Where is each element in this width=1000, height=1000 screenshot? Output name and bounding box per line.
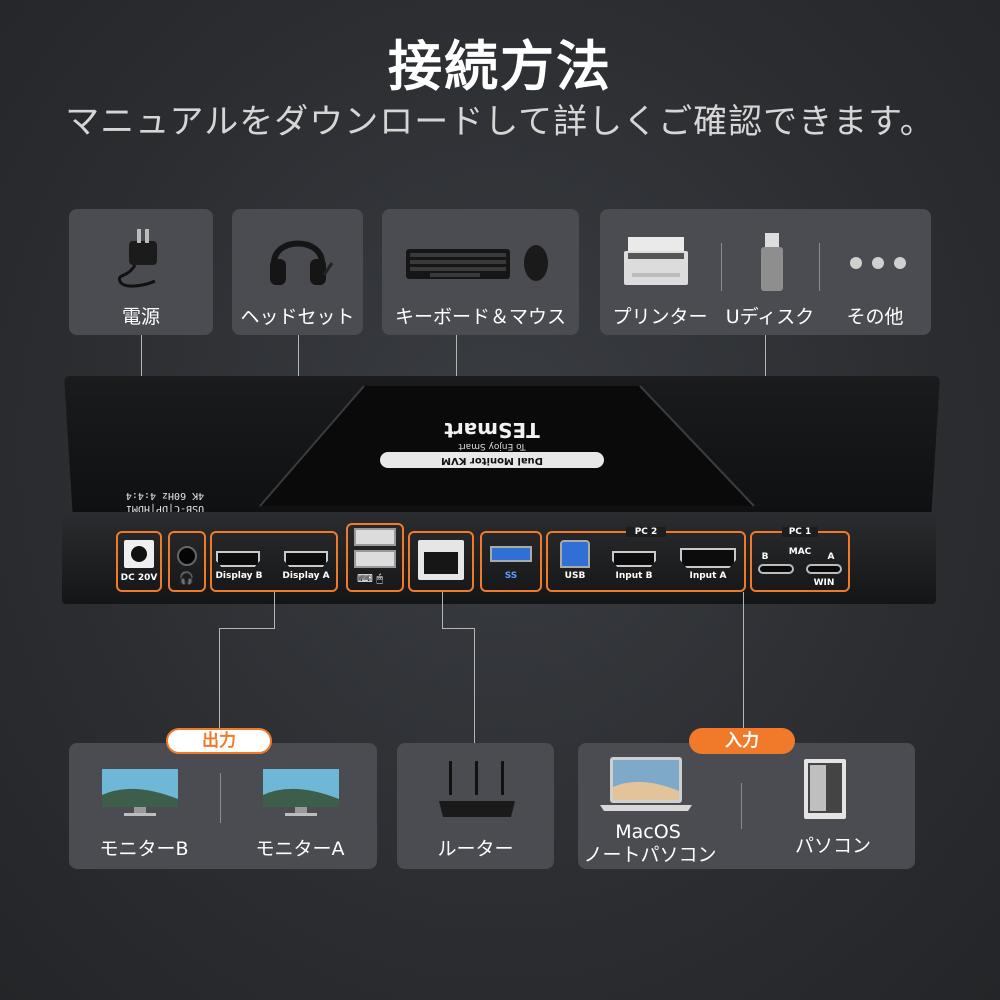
device-tagline: To Enjoy Smart [458,441,526,451]
usb-c-a-label: A [827,552,835,562]
keyboard-mouse-port-icon: ⌨ 🖱 [357,572,383,585]
printer-icon [624,237,688,285]
win-label: WIN [813,578,835,588]
power-label: 電源 [121,306,160,328]
usb3-port[interactable] [490,546,532,562]
usb-c-port-a[interactable] [806,564,842,574]
usb-a-port-2[interactable] [354,550,396,568]
usb-b-port[interactable] [560,540,590,568]
brand-logo: TESmart [444,418,540,442]
output-tag: 出力 [166,728,272,754]
input-a-displayport[interactable] [680,548,736,568]
power-adapter-icon [118,229,157,288]
spec-line-2: 4K 60Hz 4:4:4 [125,490,205,501]
headset-label: ヘッドセット [240,306,355,328]
device-label-plate: Dual Monitor KVM To Enjoy Smart TESmart [376,418,608,468]
audio-port-highlight[interactable] [168,531,206,592]
connector-line [743,592,744,728]
keyboard-mouse-label: キーボード＆マウス [394,306,566,328]
dc-port-highlight[interactable] [116,531,162,592]
input-a-label: Input A [689,571,727,581]
laptop-label-line2: ノートパソコン [583,844,717,866]
input-tag: 入力 [689,728,795,754]
mac-label: MAC [788,547,812,557]
usb-drive-icon [761,233,783,291]
connector-line [442,628,474,629]
monitor-icon [263,769,339,816]
keyboard-mouse-ports-highlight[interactable] [346,523,404,592]
usb-drive-label: Uディスク [725,306,815,328]
audio-jack-port[interactable] [177,546,197,566]
power-card: 電源 [69,209,213,335]
connector-line [298,335,299,385]
input-b-port[interactable] [612,551,656,567]
monitors-card: モニターB モニターA [69,743,377,869]
more-icon [850,257,906,271]
usb-a-port-1[interactable] [354,528,396,546]
ethernet-port[interactable] [418,540,464,580]
card-divider [819,243,820,291]
usb-b-label: USB [564,571,586,581]
page-title: 接続方法 [388,35,612,98]
model-badge: Dual Monitor KVM [380,452,604,468]
spec-plate: USB-C|DP|HDMI 4K 60Hz 4:4:4 [90,488,240,514]
display-output-highlight[interactable] [210,531,338,592]
usb-c-b-label: B [761,552,769,562]
router-label: ルーター [437,838,514,860]
usb-c-port-b[interactable] [758,564,794,574]
headset-card: ヘッドセット [232,209,363,335]
card-divider [721,243,722,291]
monitor-a-label: モニターA [255,838,345,860]
display-a-port[interactable] [284,551,328,567]
usb-devices-card: プリンター Uディスク その他 [600,209,931,335]
input-b-label: Input B [615,571,653,581]
computers-card: MacOS ノートパソコン パソコン [578,743,915,869]
connector-line [456,335,457,395]
dc-port-label: DC 20V [120,573,158,583]
desktop-tower-icon [804,759,846,819]
display-b-port[interactable] [216,551,260,567]
usb3-port-highlight[interactable] [480,531,542,592]
headphone-icon: 🎧 [179,571,194,585]
card-divider [741,783,742,829]
usb3-label: SS [504,571,518,581]
card-divider [220,773,221,823]
printer-label: プリンター [612,306,708,328]
connector-line [219,628,275,629]
page-subtitle: マニュアルをダウンロードして詳しくご確認できます。 [65,102,935,142]
lan-port-highlight[interactable] [408,531,474,592]
device-facets [259,385,755,507]
other-label: その他 [846,306,904,328]
keyboard-mouse-card: キーボード＆マウス [382,209,579,335]
pc1-label: PC 1 [782,527,818,537]
connector-line [765,335,766,393]
monitor-icon [102,769,178,816]
laptop-icon [600,757,692,811]
connector-line [219,628,220,728]
monitor-b-label: モニターB [99,838,189,860]
dc-power-port[interactable] [124,540,154,568]
pc2-label: PC 2 [626,527,666,537]
headset-icon [270,240,334,285]
desktop-label: パソコン [794,835,871,857]
connector-line [474,628,475,744]
router-icon [439,761,515,817]
router-card: ルーター [397,743,554,869]
laptop-label-line1: MacOS [615,821,681,843]
connector-line [442,592,443,628]
connector-line [274,592,275,628]
display-b-label: Display B [215,571,263,581]
display-a-label: Display A [282,571,330,581]
keyboard-mouse-icon [406,245,548,281]
